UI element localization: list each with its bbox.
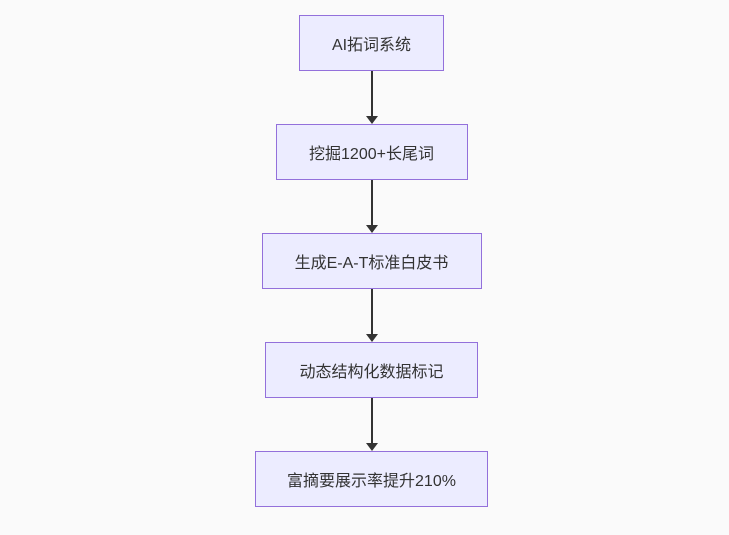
arrow-line [370,71,373,116]
arrow-line [370,180,373,225]
arrowhead-down-icon [365,443,378,451]
arrowhead-down-icon [365,334,378,342]
flow-arrow-4-5 [365,398,378,451]
node-label: 生成E-A-T标准白皮书 [294,255,449,272]
node-label: 挖掘1200+长尾词 [309,146,434,163]
arrow-line [370,289,373,334]
flow-node-eat-whitepaper: 生成E-A-T标准白皮书 [261,233,482,289]
flowchart-column: AI拓词系统 挖掘1200+长尾词 生成E-A-T标准白皮书 动态结构化数据标记 [7,15,729,507]
flow-node-longtail-mining: 挖掘1200+长尾词 [275,124,468,180]
flow-arrow-2-3 [365,180,378,233]
node-label: 动态结构化数据标记 [299,364,444,381]
flow-node-ai-keyword-system: AI拓词系统 [299,15,444,71]
node-label: 富摘要展示率提升210% [287,473,456,490]
node-label: AI拓词系统 [331,37,412,54]
arrowhead-down-icon [365,225,378,233]
arrowhead-down-icon [365,116,378,124]
flow-arrow-3-4 [365,289,378,342]
flow-node-structured-data-markup: 动态结构化数据标记 [265,342,478,398]
arrow-line [370,398,373,443]
flow-arrow-1-2 [365,71,378,124]
flow-node-rich-snippet-uplift: 富摘要展示率提升210% [255,451,488,507]
